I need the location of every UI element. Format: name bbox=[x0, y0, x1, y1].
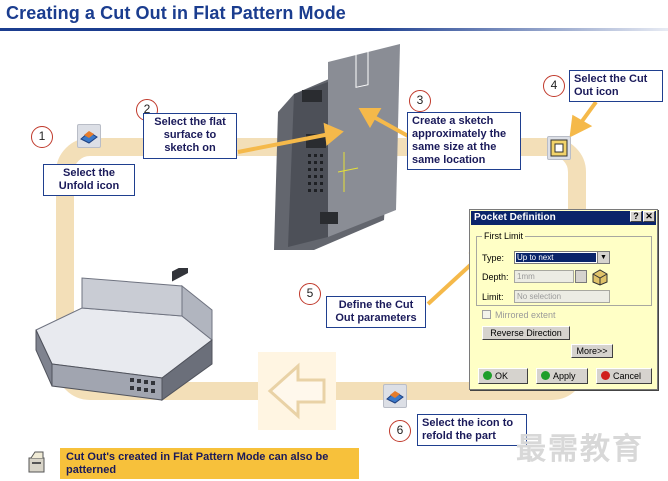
ok-check-icon bbox=[483, 371, 492, 380]
unfold-icon[interactable] bbox=[77, 124, 101, 148]
type-label: Type: bbox=[482, 253, 505, 263]
limit-field[interactable]: No selection bbox=[514, 290, 610, 303]
cut-out-icon[interactable] bbox=[547, 136, 571, 160]
depth-label: Depth: bbox=[482, 272, 509, 282]
dialog-title: Pocket Definition bbox=[471, 211, 656, 225]
step-2-callout: Select the flat surface to sketch on bbox=[143, 113, 237, 159]
step-1-callout: Select the Unfold icon bbox=[43, 164, 135, 196]
apply-icon bbox=[541, 371, 550, 380]
ok-button-label: OK bbox=[495, 371, 509, 381]
note-icon bbox=[28, 451, 45, 473]
depth-field[interactable]: 1mm bbox=[514, 270, 574, 283]
step-6-callout: Select the icon to refold the part bbox=[417, 414, 527, 446]
limit-label: Limit: bbox=[482, 292, 504, 302]
refold-direction-arrow bbox=[258, 352, 336, 430]
cancel-button-label: Cancel bbox=[613, 371, 642, 381]
chevron-down-icon[interactable]: ▼ bbox=[597, 252, 609, 263]
folded-part-illustration bbox=[35, 268, 213, 401]
dialog-close-button[interactable]: ✕ bbox=[643, 211, 655, 222]
step-3-number: 3 bbox=[409, 90, 431, 112]
apply-button[interactable]: Apply bbox=[536, 368, 588, 384]
cancel-button[interactable]: Cancel bbox=[596, 368, 652, 384]
step-4-number: 4 bbox=[543, 75, 565, 97]
fold-tool-glyph bbox=[386, 391, 404, 404]
title-underline bbox=[0, 28, 668, 31]
type-dropdown[interactable]: Up to next ▼ bbox=[514, 251, 610, 264]
unfold-tool-glyph bbox=[80, 131, 98, 144]
first-limit-group bbox=[476, 236, 652, 306]
step-5-number: 5 bbox=[299, 283, 321, 305]
reverse-direction-button[interactable]: Reverse Direction bbox=[482, 326, 570, 340]
step-4-callout: Select the Cut Out icon bbox=[569, 70, 663, 102]
flat-pattern-part-illustration bbox=[274, 44, 400, 250]
watermark-text: 最需教育 bbox=[516, 432, 644, 467]
tip-banner: Cut Out's created in Flat Pattern Mode c… bbox=[60, 448, 359, 479]
left-arrow-icon bbox=[267, 362, 326, 420]
measure-cube-icon[interactable] bbox=[591, 268, 609, 286]
step-3-callout: Create a sketch approximately the same s… bbox=[407, 112, 521, 170]
pocket-definition-dialog: Pocket Definition ? ✕ First Limit Type: … bbox=[469, 209, 658, 390]
first-limit-label: First Limit bbox=[482, 231, 525, 241]
type-dropdown-value: Up to next bbox=[516, 253, 596, 262]
ok-button[interactable]: OK bbox=[478, 368, 528, 384]
cancel-icon bbox=[601, 371, 610, 380]
cut-out-tool-glyph bbox=[550, 139, 568, 157]
step-1-number: 1 bbox=[31, 126, 53, 148]
mirrored-extent-checkbox[interactable] bbox=[482, 310, 491, 319]
depth-stepper[interactable] bbox=[575, 270, 587, 283]
more-button[interactable]: More>> bbox=[571, 344, 613, 358]
dialog-help-button[interactable]: ? bbox=[630, 211, 642, 222]
apply-button-label: Apply bbox=[553, 371, 576, 381]
step-5-callout: Define the Cut Out parameters bbox=[326, 296, 426, 328]
mirrored-extent-label: Mirrored extent bbox=[495, 310, 556, 320]
page-title: Creating a Cut Out in Flat Pattern Mode bbox=[6, 3, 346, 23]
fold-icon[interactable] bbox=[383, 384, 407, 408]
step-6-number: 6 bbox=[389, 420, 411, 442]
